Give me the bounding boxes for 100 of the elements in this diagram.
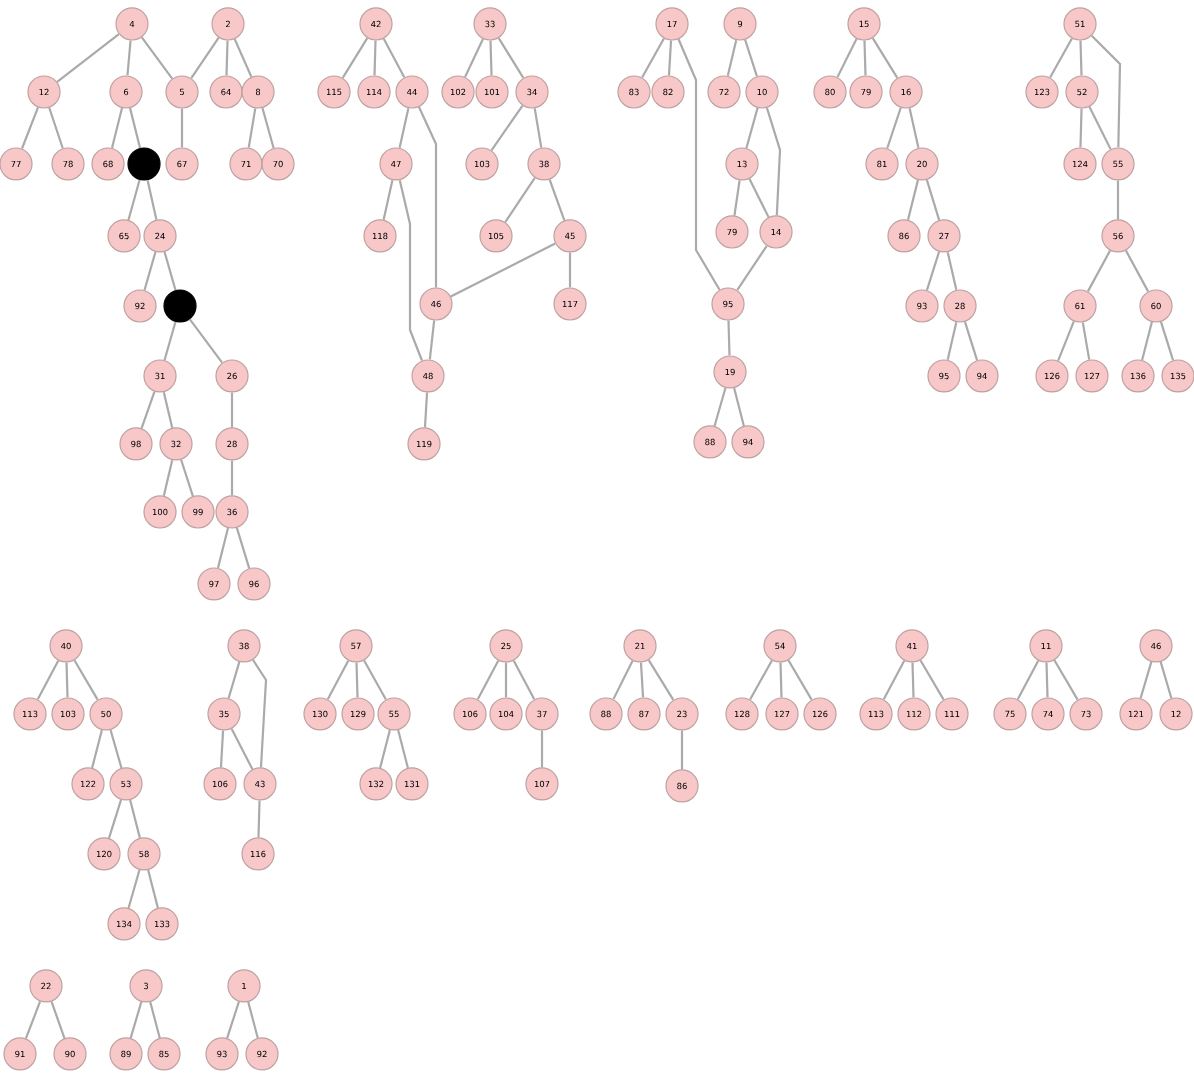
connector-line [24, 1001, 42, 1039]
connector-line [140, 36, 174, 80]
connector-line [162, 391, 174, 429]
connector-line [647, 659, 675, 701]
connector-line [189, 318, 223, 364]
connector-line [919, 659, 945, 701]
connector-line [91, 729, 103, 769]
connector-line [1159, 321, 1175, 361]
connector-line [417, 106, 438, 288]
connector-line [946, 251, 958, 291]
connector-line [127, 179, 141, 221]
connector-line [252, 659, 268, 768]
connector-line [227, 661, 241, 699]
connector-line [382, 38, 406, 78]
connector-line [50, 1001, 66, 1039]
connector-line [190, 37, 220, 79]
connector-line [48, 107, 64, 149]
connector-line [397, 729, 409, 769]
connector-line [1053, 659, 1079, 701]
connector-line [128, 107, 142, 149]
connector-line [225, 40, 229, 76]
connector-line [497, 37, 525, 79]
connector-line [736, 245, 768, 291]
connector-line [36, 660, 60, 700]
connector-line [1116, 180, 1120, 220]
connector-line [1081, 322, 1091, 360]
connector-line [379, 729, 391, 769]
connector-line [233, 38, 253, 78]
connector-line [257, 800, 261, 838]
connector-line [230, 392, 234, 428]
connector-line [129, 1001, 143, 1039]
connector-line [727, 320, 731, 356]
connector-line [143, 251, 157, 291]
connector-line [163, 251, 177, 291]
connector-line [641, 37, 665, 79]
connector-line [504, 177, 536, 223]
connector-line [1090, 34, 1122, 148]
filled-circle [127, 147, 161, 181]
connector-line [126, 40, 132, 76]
connector-line [963, 321, 979, 361]
connector-line [749, 659, 773, 700]
connector-line [326, 660, 350, 700]
connector-line [450, 242, 556, 298]
connector-line [787, 659, 813, 701]
connector-line [110, 107, 124, 149]
connector-line [216, 527, 230, 569]
connector-line [1079, 108, 1083, 148]
connector-line [946, 321, 958, 361]
connector-line [733, 180, 741, 216]
connector-line [911, 662, 915, 698]
connector-line [464, 38, 484, 78]
connector-line [398, 179, 423, 361]
connector-line [235, 527, 251, 569]
connector-line [73, 659, 99, 701]
connector-line [748, 178, 770, 218]
connector-line [363, 659, 387, 700]
connector-line [540, 730, 544, 768]
connector-line [882, 660, 906, 700]
connector-line [162, 459, 174, 497]
connector-line [219, 730, 225, 768]
connector-line [56, 33, 120, 83]
connector-line [109, 729, 123, 769]
connector-line [667, 40, 673, 76]
connector-line [871, 37, 899, 79]
connector-line [1139, 661, 1153, 699]
connector-line [765, 107, 782, 216]
connector-line [863, 40, 867, 76]
connector-line [512, 660, 536, 700]
connector-line [744, 39, 758, 77]
connector-line [147, 869, 159, 909]
connector-line [1016, 660, 1040, 700]
connector-line [180, 459, 194, 497]
filled-circle [163, 289, 197, 323]
connector-line [398, 107, 410, 148]
connector-line [127, 869, 141, 909]
connector-line [489, 40, 493, 76]
connector-line [107, 799, 123, 839]
connector-line [906, 179, 920, 221]
connector-line [925, 179, 941, 221]
connector-line [1088, 106, 1112, 150]
connector-line [428, 320, 436, 360]
connector-line [639, 662, 645, 698]
connector-line [21, 107, 40, 149]
connector-line [925, 251, 941, 291]
connector-line [129, 799, 141, 839]
connector-line [230, 460, 234, 496]
connector-line [1141, 321, 1153, 361]
connector-line [247, 108, 257, 148]
connector-line [355, 662, 359, 698]
connector-line [908, 107, 920, 148]
connector-line [733, 387, 745, 427]
connector-line [1045, 662, 1049, 698]
connector-line [149, 1001, 161, 1039]
connector-line [1049, 37, 1073, 79]
connector-line [745, 107, 759, 149]
connector-line [423, 392, 429, 428]
connector-line [247, 1001, 259, 1039]
connector-line [1057, 320, 1075, 361]
connector-line [341, 37, 369, 79]
connector-line [476, 660, 500, 700]
